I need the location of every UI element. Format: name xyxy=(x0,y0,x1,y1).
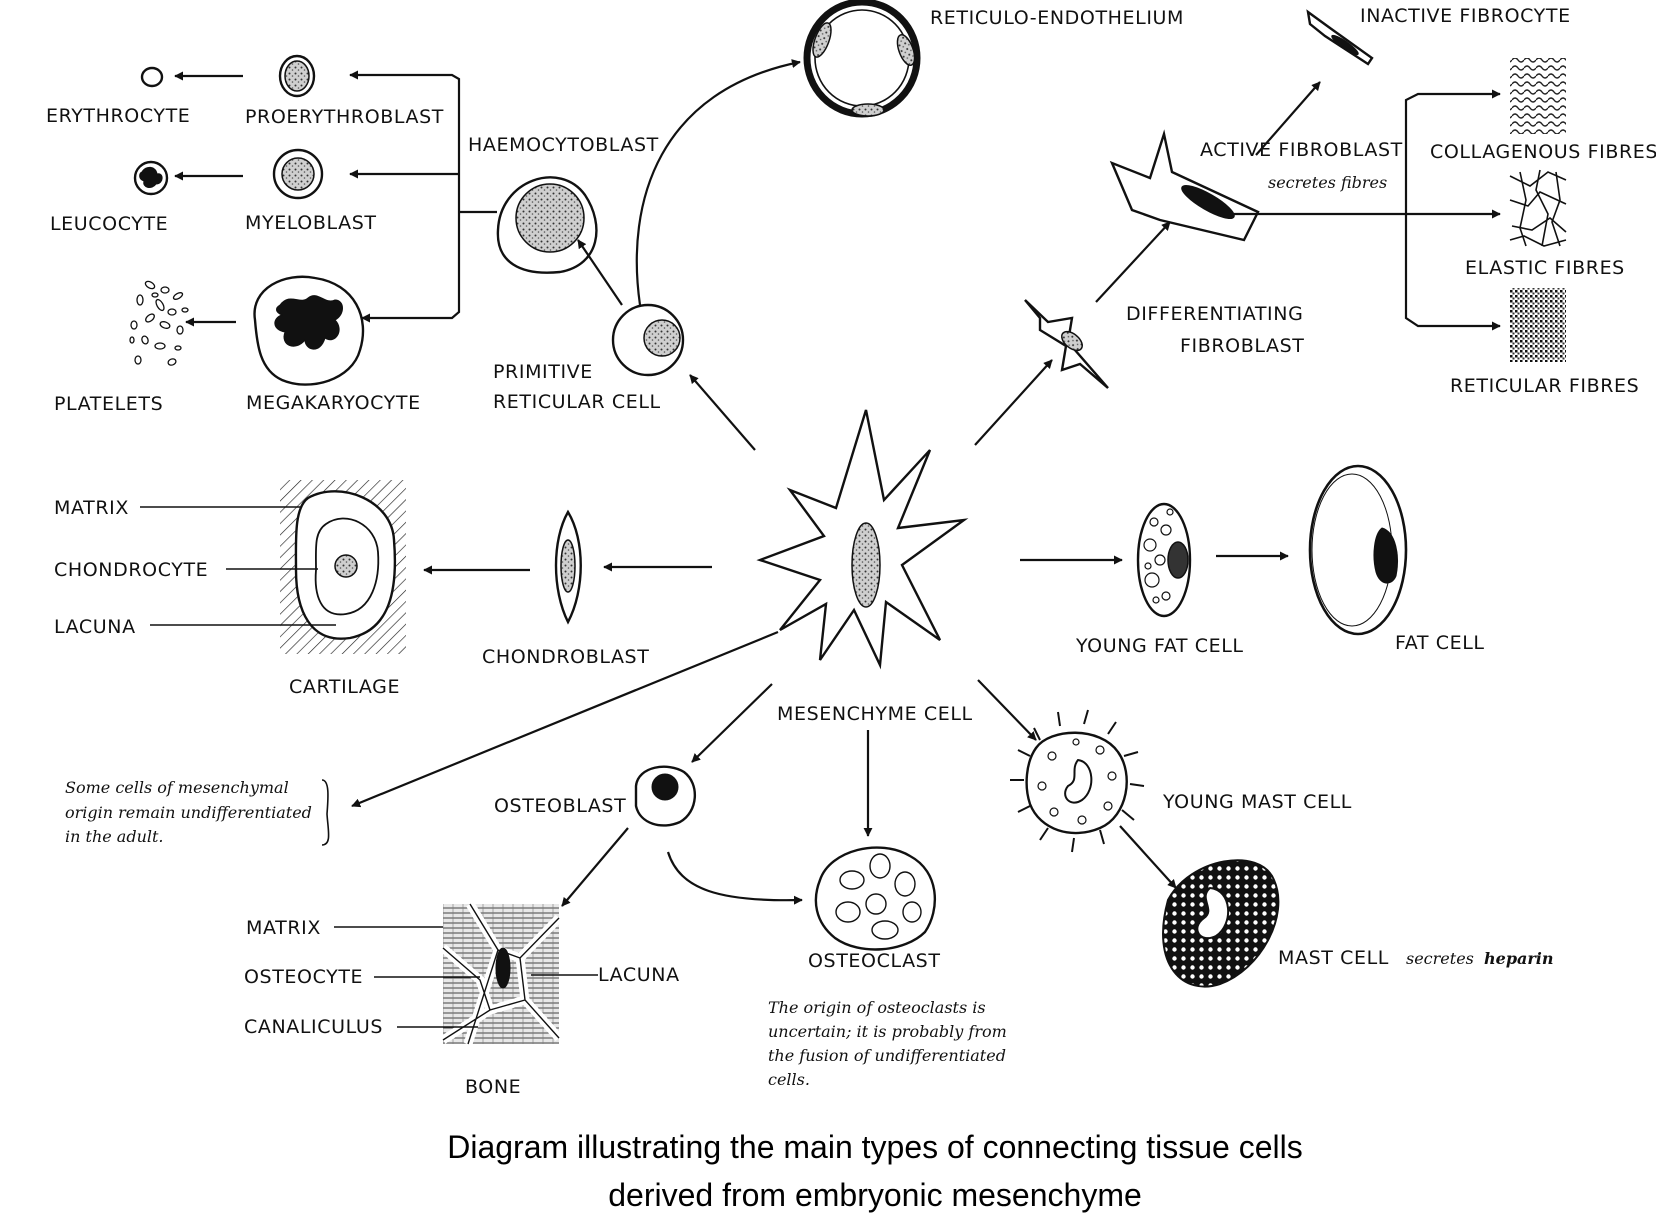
differentiating-label: DIFFERENTIATING xyxy=(1126,303,1303,325)
cartilage-drawing xyxy=(280,480,406,654)
bone-label: BONE xyxy=(465,1076,521,1098)
young-mast-cell-label: YOUNG MAST CELL xyxy=(1162,791,1352,813)
caption-line-2: derived from embryonic mesenchyme xyxy=(608,1177,1142,1213)
osteoblast-label: OSTEOBLAST xyxy=(494,795,626,817)
osteoclast-note-2: uncertain; it is probably from xyxy=(768,1022,1007,1041)
undifferentiated-note-2: origin remain undifferentiated xyxy=(65,803,312,822)
platelets-label: PLATELETS xyxy=(54,393,163,415)
fat-cell-drawing xyxy=(1308,464,1408,636)
osteoblast-drawing xyxy=(634,765,697,827)
cartilage-lacuna-label: LACUNA xyxy=(54,616,136,638)
young-fat-cell-label: YOUNG FAT CELL xyxy=(1075,635,1244,657)
osteoclast-note-3: the fusion of undifferentiated xyxy=(768,1046,1006,1065)
differentiating-fibroblast-drawing xyxy=(1024,299,1109,389)
osteoclast-drawing xyxy=(814,846,937,951)
primitive-label: PRIMITIVE xyxy=(493,361,593,383)
megakaryocyte-nucleus xyxy=(274,295,343,350)
collagenous-fibres-label: COLLAGENOUS FIBRES xyxy=(1430,141,1656,163)
mast-cell-secretes-note: secretes xyxy=(1406,949,1474,968)
mast-cell-label: MAST CELL xyxy=(1278,947,1389,969)
canaliculus-label: CANALICULUS xyxy=(244,1016,383,1038)
fibroblast-label: FIBROBLAST xyxy=(1180,335,1304,357)
osteocyte-label: OSTEOCYTE xyxy=(244,966,363,988)
active-fibroblast-drawing xyxy=(1109,129,1260,242)
chondroblast-label: CHONDROBLAST xyxy=(482,646,649,668)
leucocyte-label: LEUCOCYTE xyxy=(50,213,168,235)
fat-cell-label: FAT CELL xyxy=(1395,632,1485,654)
chondrocyte-label: CHONDROCYTE xyxy=(54,559,208,581)
megakaryocyte-label: MEGAKARYOCYTE xyxy=(246,392,421,414)
caption-line-1: Diagram illustrating the main types of c… xyxy=(447,1129,1303,1165)
mast-cell-heparin-note: heparin xyxy=(1484,949,1554,968)
bone-drawing xyxy=(440,901,563,1046)
bone-lacuna-label: LACUNA xyxy=(598,964,680,986)
cartilage-label: CARTILAGE xyxy=(289,676,400,698)
myeloblast-label: MYELOBLAST xyxy=(245,212,377,234)
osteoclast-note-4: cells. xyxy=(768,1070,810,1089)
secretes-fibres-note: secretes fibres xyxy=(1268,173,1387,192)
active-fibroblast-label: ACTIVE FIBROBLAST xyxy=(1200,139,1403,161)
collagenous-fibres-drawing xyxy=(1510,58,1566,134)
reticular-fibres-label: RETICULAR FIBRES xyxy=(1450,375,1639,397)
undifferentiated-note-3: in the adult. xyxy=(65,827,164,846)
undifferentiated-note-1: Some cells of mesenchymal xyxy=(65,778,289,797)
inactive-fibrocyte-label: INACTIVE FIBROCYTE xyxy=(1360,5,1571,27)
chondroblast-drawing xyxy=(554,509,582,625)
osteoclast-note-1: The origin of osteoclasts is xyxy=(768,998,986,1017)
reticular-cell-label: RETICULAR CELL xyxy=(493,391,661,413)
bone-matrix-label: MATRIX xyxy=(246,917,321,939)
mesenchyme-cell-label: MESENCHYME CELL xyxy=(777,703,973,725)
platelets-drawing xyxy=(129,280,189,366)
osteoclast-label: OSTEOCLAST xyxy=(808,950,941,972)
proerythroblast-label: PROERYTHROBLAST xyxy=(245,106,444,128)
cartilage-matrix-label: MATRIX xyxy=(54,497,129,519)
erythrocyte-label: ERYTHROCYTE xyxy=(46,105,190,127)
mesenchyme-nucleus xyxy=(851,522,881,608)
young-fat-cell-drawing xyxy=(1136,502,1192,618)
elastic-fibres-label: ELASTIC FIBRES xyxy=(1465,257,1625,279)
inactive-fibrocyte-drawing xyxy=(1306,9,1374,66)
reticulo-endothelium-label: RETICULO-ENDOTHELIUM xyxy=(930,7,1184,29)
reticular-fibres-drawing xyxy=(1510,288,1566,362)
mesenchyme-cell-drawing xyxy=(756,409,969,670)
mast-cell-drawing xyxy=(1162,859,1280,988)
erythrocyte-drawing xyxy=(140,66,164,88)
young-mast-cell-drawing xyxy=(1010,709,1145,853)
elastic-fibres-drawing xyxy=(1509,169,1567,247)
reticulo-endothelium-drawing xyxy=(803,0,921,118)
haemocytoblast-label: HAEMOCYTOBLAST xyxy=(468,134,659,156)
